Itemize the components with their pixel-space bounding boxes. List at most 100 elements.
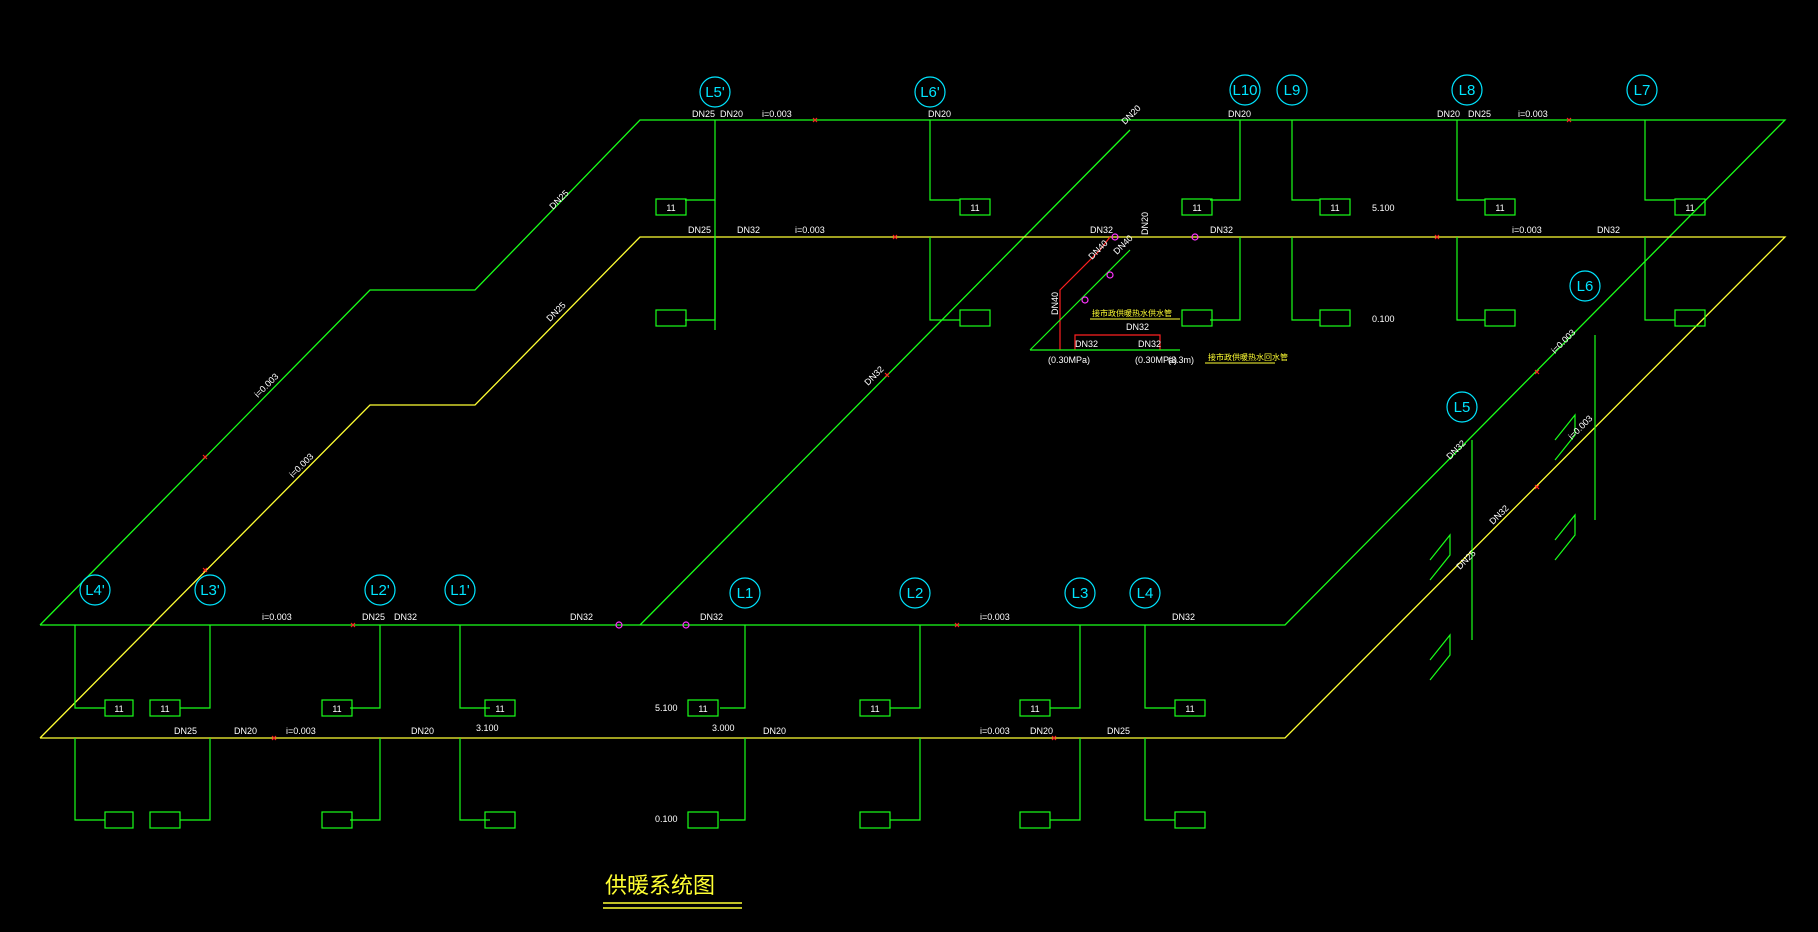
lower-risers xyxy=(74,625,1175,821)
pipe-label: DN20 xyxy=(1140,212,1150,235)
riser-label-l6: L6 xyxy=(1577,278,1594,295)
riser-label-l1p: L1' xyxy=(450,582,470,599)
radiator-numbers: 11 11 11 11 11 11 11 11 11 11 11 11 11 1… xyxy=(114,203,1694,714)
elevation-label: 3.100 xyxy=(476,723,499,733)
return-main-pipe xyxy=(39,236,1787,739)
radiator-number: 11 xyxy=(1330,203,1339,213)
right-risers xyxy=(1429,335,1596,681)
radiator-number: 11 xyxy=(114,704,123,714)
radiator-number: 11 xyxy=(1685,203,1694,213)
riser-label-l10: L10 xyxy=(1232,82,1257,99)
pipe-labels: DN25 DN20 i=0.003 DN20 DN20 DN20 DN25 i=… xyxy=(174,109,1620,736)
pipe-label: DN25 xyxy=(692,109,715,119)
riser-label-l8: L8 xyxy=(1459,82,1476,99)
radiator-number: 11 xyxy=(1185,704,1194,714)
riser-label-l3p: L3' xyxy=(200,582,220,599)
supply-main-pipe xyxy=(39,119,1787,626)
riser-label-l7: L7 xyxy=(1634,82,1651,99)
pipe-label: DN25 xyxy=(1454,548,1477,571)
radiator-number: 11 xyxy=(1030,704,1039,714)
pipe-label: i=0.003 xyxy=(795,225,825,235)
pipe-label: DN32 xyxy=(737,225,760,235)
radiator-number: 11 xyxy=(666,203,675,213)
pipe-label: DN25 xyxy=(362,612,385,622)
radiator-number: 11 xyxy=(970,203,979,213)
pipe-label: i=0.003 xyxy=(262,612,292,622)
pipe-label: DN25 xyxy=(1468,109,1491,119)
pipe-label: DN20 xyxy=(928,109,951,119)
pipe-label: DN32 xyxy=(394,612,417,622)
elevation-label: 0.100 xyxy=(655,814,678,824)
pipe-label: DN20 xyxy=(234,726,257,736)
pipe-label: DN32 xyxy=(1444,438,1467,461)
pipe-label: DN32 xyxy=(1126,322,1149,332)
pipe-label: DN32 xyxy=(862,364,885,387)
riser-label-l2p: L2' xyxy=(370,582,390,599)
pressure-label: (0.30MPa) xyxy=(1048,355,1090,365)
radiator-number: 11 xyxy=(698,704,707,714)
riser-label-l1: L1 xyxy=(737,585,754,602)
pipe-label: DN20 xyxy=(1437,109,1460,119)
radiator-number: 11 xyxy=(332,704,341,714)
upper-risers xyxy=(685,120,1675,330)
pipe-label: i=0.003 xyxy=(1512,225,1542,235)
pressure-labels: (0.30MPa) (0.30MPa) (3.3m) xyxy=(1048,355,1194,365)
pipe-label: DN25 xyxy=(547,188,570,211)
pipe-label: i=0.003 xyxy=(1518,109,1548,119)
elevation-label: 5.100 xyxy=(655,703,678,713)
pipe-label: DN32 xyxy=(700,612,723,622)
riser-label-l5p: L5' xyxy=(705,84,725,101)
valves xyxy=(615,233,1199,629)
notes: 接市政供暖热水供水管 接市政供暖热水回水管 xyxy=(1090,308,1288,364)
pipe-label: DN32 xyxy=(1075,339,1098,349)
pipe-label: DN20 xyxy=(411,726,434,736)
riser-label-l5: L5 xyxy=(1454,399,1471,416)
pressure-label: (3.3m) xyxy=(1168,355,1194,365)
pipe-label: DN20 xyxy=(1030,726,1053,736)
elevation-label: 3.000 xyxy=(712,723,735,733)
radiator-number: 11 xyxy=(870,704,879,714)
pipe-label: i=0.003 xyxy=(286,726,316,736)
pipe-label: DN20 xyxy=(763,726,786,736)
pressure-label: (0.30MPa) xyxy=(1135,355,1177,365)
fixed-supports xyxy=(202,117,1572,741)
pipe-label: i=0.003 xyxy=(762,109,792,119)
lower-radiators xyxy=(104,699,1206,829)
pipe-label: DN20 xyxy=(720,109,743,119)
elevation-label: 0.100 xyxy=(1372,314,1395,324)
diagonal-pipe-labels: DN25 DN25 i=0.003 i=0.003 DN32 DN20 i=0.… xyxy=(252,103,1594,571)
elevation-marks: 5.100 0.100 3.100 5.100 3.000 0.100 xyxy=(476,203,1395,824)
radiator-number: 11 xyxy=(1192,203,1201,213)
riser-label-l9: L9 xyxy=(1284,82,1301,99)
pipe-label: DN32 xyxy=(1210,225,1233,235)
note-supply: 接市政供暖热水供水管 xyxy=(1092,308,1172,318)
pipe-label: DN32 xyxy=(1172,612,1195,622)
radiator-number: 11 xyxy=(1495,203,1504,213)
pipe-label: DN25 xyxy=(1107,726,1130,736)
pipe-label: DN25 xyxy=(174,726,197,736)
note-return: 接市政供暖热水回水管 xyxy=(1208,352,1288,362)
riser-labels: L5' L6' L10 L9 L8 L7 L6 L5 L4' L3' L2' L… xyxy=(85,82,1650,602)
elevation-label: 5.100 xyxy=(1372,203,1395,213)
heat-source-return xyxy=(1029,249,1180,351)
riser-label-l4: L4 xyxy=(1137,585,1154,602)
heat-source-piping xyxy=(1059,236,1161,350)
pipe-label: DN20 xyxy=(1119,103,1142,126)
diagram-title: 供暖系统图 xyxy=(603,873,742,909)
pipe-label: i=0.003 xyxy=(1566,413,1594,441)
pipe-label: i=0.003 xyxy=(980,726,1010,736)
pipe-label: i=0.003 xyxy=(980,612,1010,622)
upper-radiators xyxy=(655,198,1706,327)
radiator-number: 11 xyxy=(160,704,169,714)
riser-label-l3: L3 xyxy=(1072,585,1089,602)
radiator-number: 11 xyxy=(495,704,504,714)
pipe-label: DN20 xyxy=(1228,109,1251,119)
pipe-label: i=0.003 xyxy=(287,451,315,479)
pipe-label: DN25 xyxy=(688,225,711,235)
pipe-label: DN25 xyxy=(544,300,567,323)
riser-label-circles xyxy=(79,74,1658,609)
riser-label-l4p: L4' xyxy=(85,582,105,599)
pipe-label: DN40 xyxy=(1050,292,1060,315)
riser-label-l6p: L6' xyxy=(920,84,940,101)
